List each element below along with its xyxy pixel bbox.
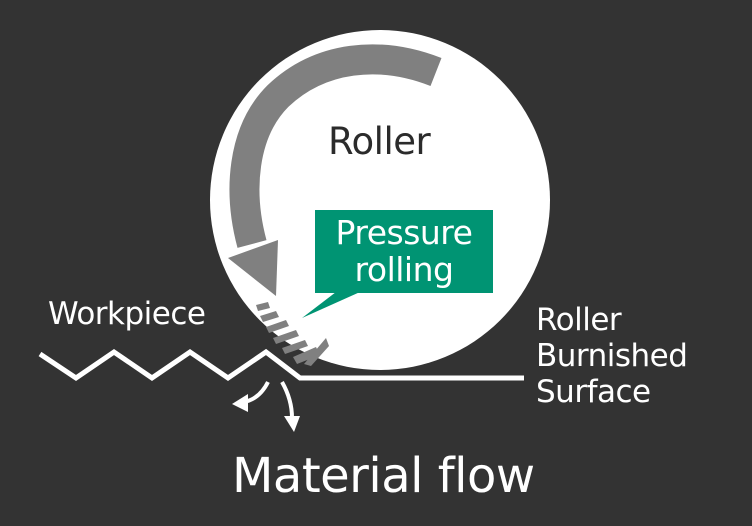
roller-label: Roller	[328, 120, 431, 163]
pressure-label-line1: Pressure	[335, 213, 473, 252]
hatch-mark	[260, 311, 279, 322]
pressure-hatch-marks	[256, 302, 329, 366]
material-flow-arrow-left-head	[232, 394, 248, 412]
hatch-mark	[293, 347, 320, 364]
material-flow-arrow-right-shaft	[280, 381, 294, 419]
hatch-mark	[266, 320, 289, 333]
pressure-callout-pointer	[302, 292, 360, 318]
material-flow-arrow-right-head	[284, 416, 300, 432]
burnished-surface-label: Roller Burnished Surface	[536, 302, 688, 410]
workpiece-profile	[38, 348, 524, 382]
hatch-mark	[273, 330, 299, 344]
pressure-rolling-callout: Pressure rolling	[315, 210, 493, 293]
material-flow-label: Material flow	[232, 448, 535, 504]
hatch-mark	[256, 302, 270, 311]
surface-label-line1: Roller	[536, 302, 622, 338]
pressure-label-line2: rolling	[354, 250, 454, 289]
surface-label-line2: Burnished	[536, 338, 688, 374]
rotation-arrow-head	[228, 240, 278, 296]
hatch-mark	[282, 340, 308, 354]
rotation-arrow-shaft	[229, 44, 442, 248]
surface-label-line3: Surface	[536, 374, 651, 410]
workpiece-label: Workpiece	[48, 296, 206, 332]
hatch-mark	[304, 338, 329, 366]
roller-circle	[210, 30, 550, 370]
